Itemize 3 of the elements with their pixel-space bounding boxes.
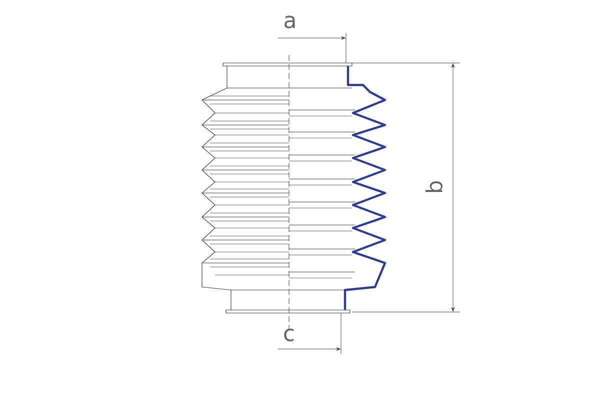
dimension-label: c xyxy=(284,328,294,342)
dimension-label: a xyxy=(284,16,295,28)
dimension-label: b xyxy=(425,181,443,192)
